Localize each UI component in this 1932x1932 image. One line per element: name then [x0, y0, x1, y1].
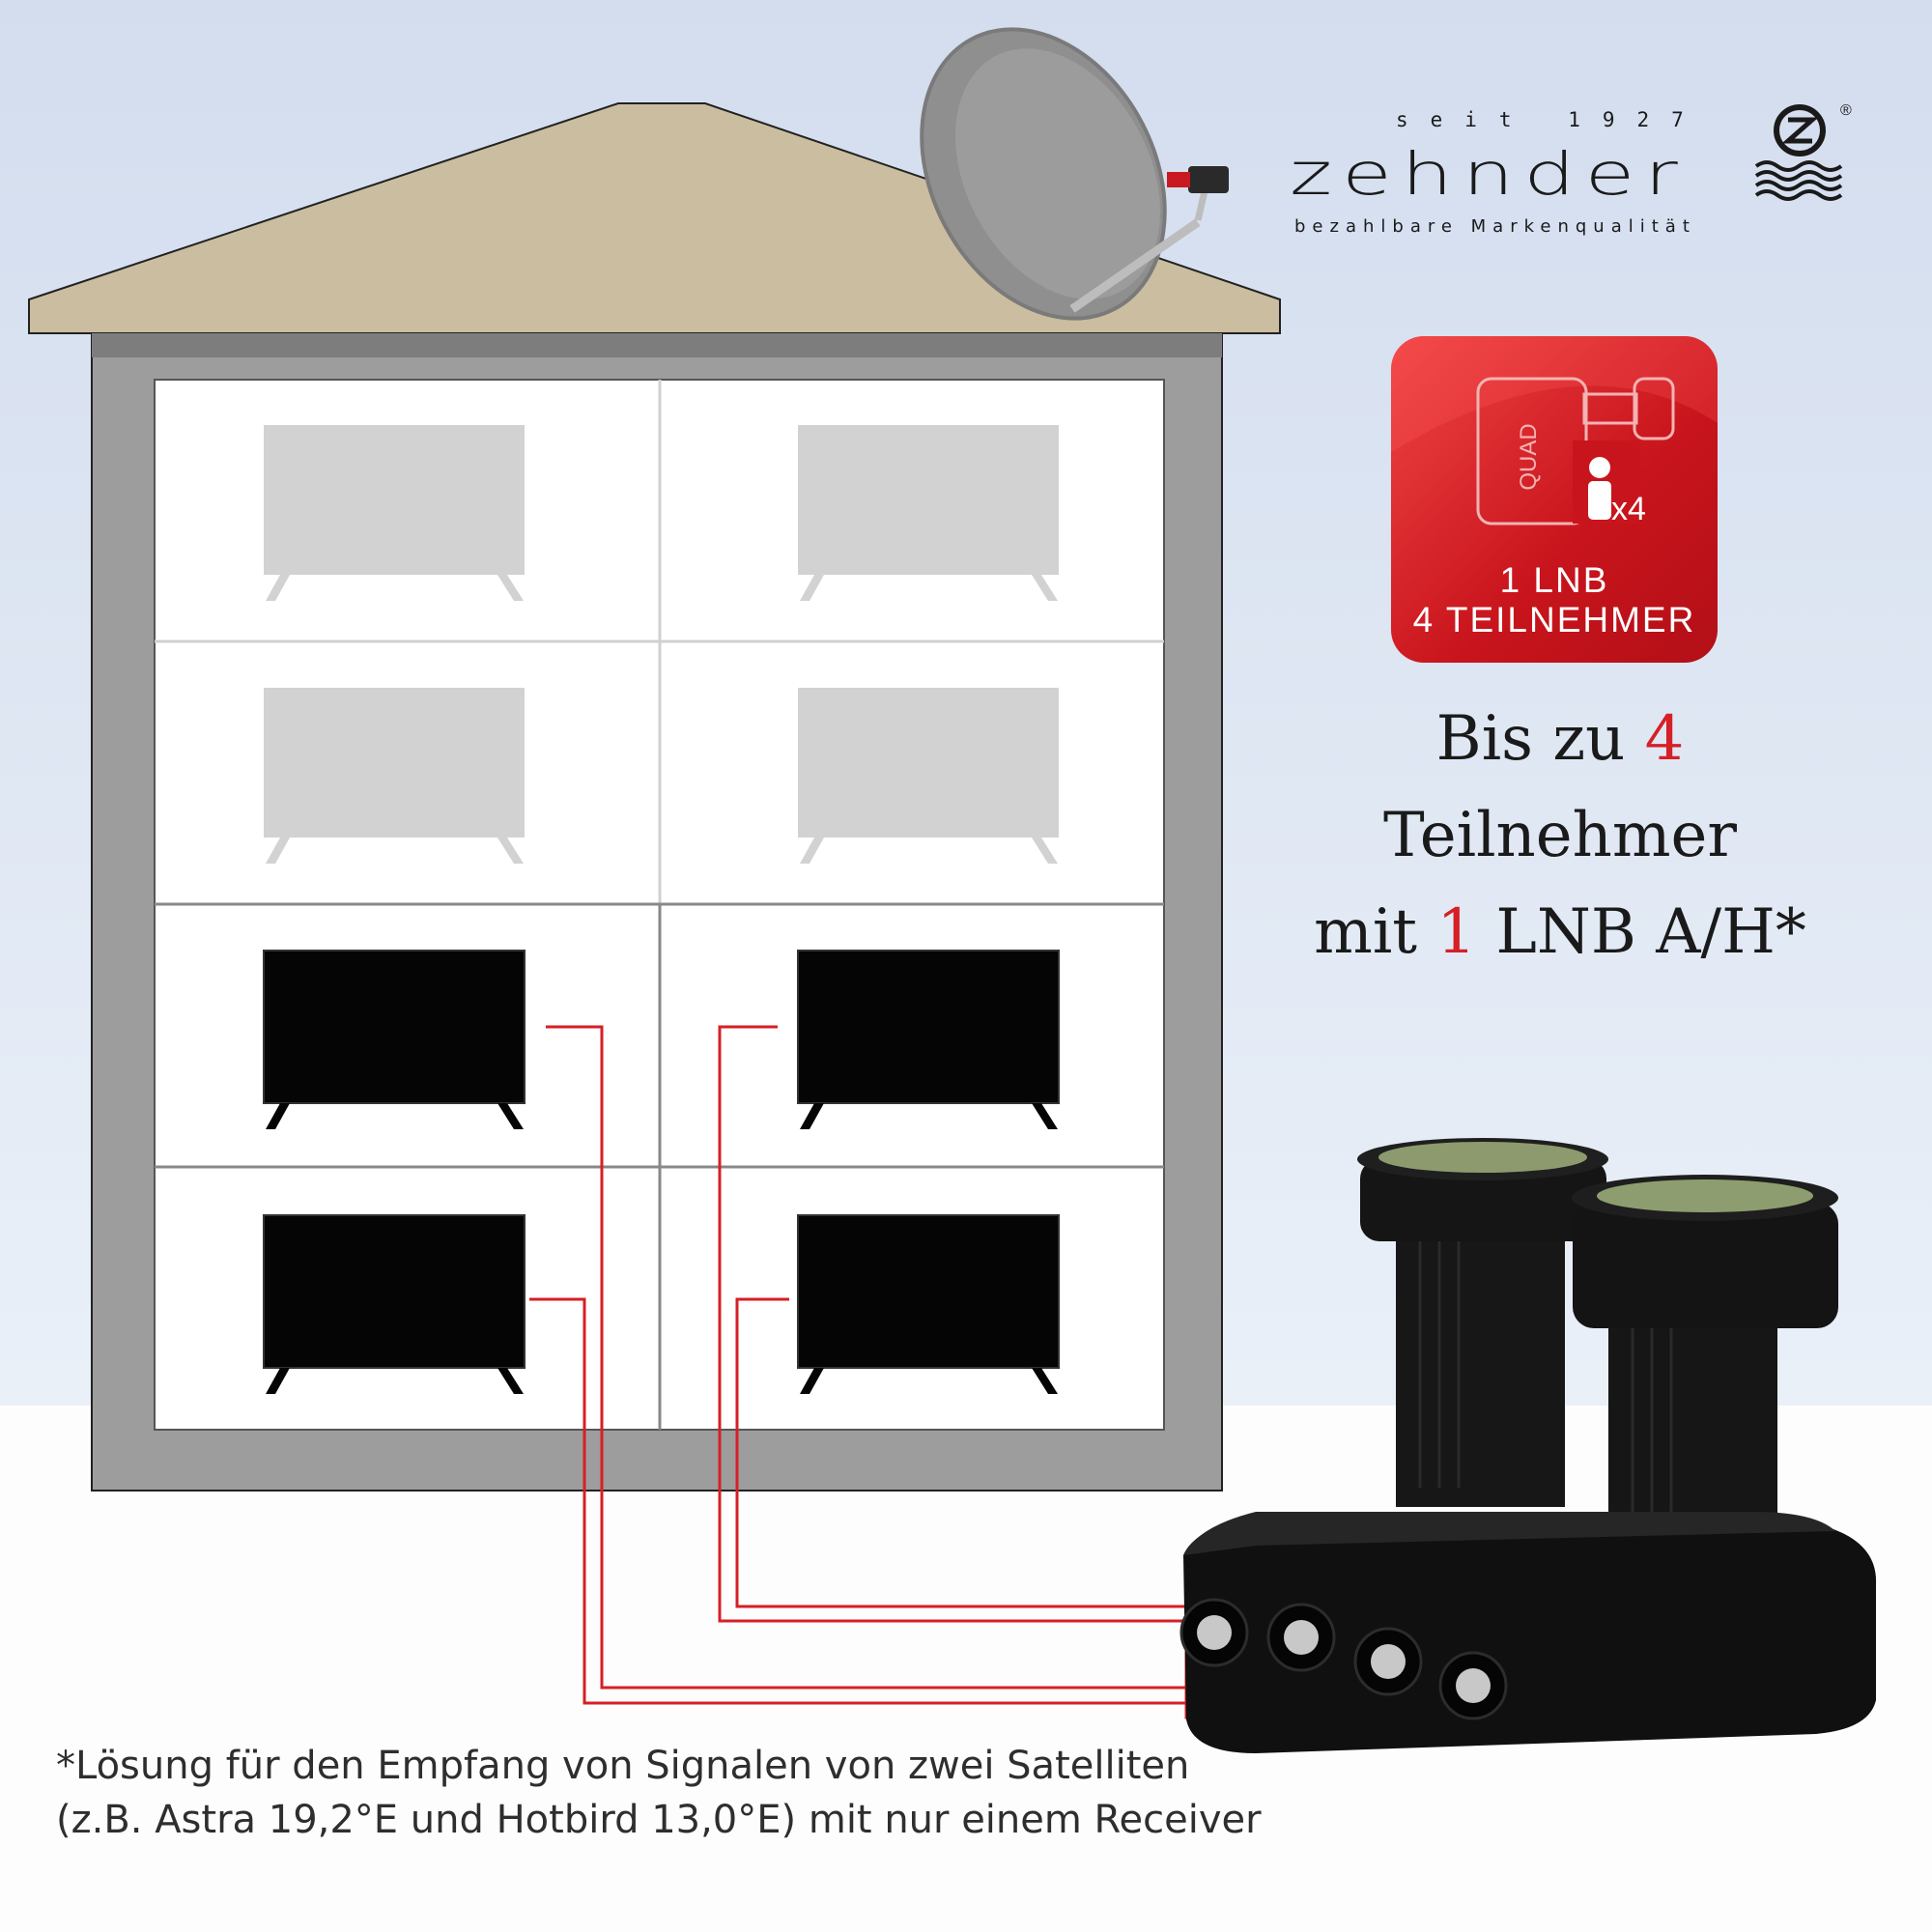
satellite-dish-icon — [920, 27, 1229, 321]
footnote-line2: (z.B. Astra 19,2°E und Hotbird 13,0°E) m… — [56, 1798, 1262, 1842]
tv-inactive-1-left — [264, 425, 525, 601]
tv-inactive-1-right — [798, 425, 1059, 601]
house-roof — [28, 102, 1281, 334]
headline-line3-suffix: LNB A/H* — [1476, 896, 1806, 968]
badge-line1: 1 LNB — [1499, 560, 1609, 600]
tv-connected-4-right — [797, 1214, 1060, 1394]
headline-line3-number: 1 — [1436, 896, 1477, 968]
zehnder-logo-icon — [1754, 104, 1843, 201]
registered-mark: ® — [1840, 102, 1852, 119]
quad-lnb-person-icon: QUAD x4 — [1391, 336, 1718, 527]
headline-line1-prefix: Bis zu — [1435, 703, 1645, 775]
quad-lnb-icon — [1179, 1138, 1877, 1753]
headline: Bis zu 4 Teilnehmer mit 1 LNB A/H* — [1217, 691, 1903, 980]
tv-inactive-2-left — [264, 688, 525, 864]
brand-name: zehnder — [1290, 139, 1688, 209]
headline-line2: Teilnehmer — [1383, 800, 1737, 871]
lnb-output-connectors — [1179, 1598, 1508, 1720]
tv-inactive-2-right — [798, 688, 1059, 864]
tv-connected-4-left — [263, 1214, 526, 1394]
quad-lnb-badge: QUAD x4 1 LNB 4 TEILNEHMER — [1391, 336, 1718, 663]
badge-line2: 4 TEILNEHMER — [1412, 600, 1696, 639]
tv-connected-3-right — [797, 950, 1060, 1129]
headline-line3: mit 1 LNB A/H* — [1217, 884, 1903, 980]
headline-line1-number: 4 — [1644, 703, 1685, 775]
brand-tagline: bezahlbare Markenqualität — [1294, 216, 1696, 237]
footnote-line1: *Lösung für den Empfang von Signalen von… — [56, 1744, 1190, 1788]
headline-line1: Bis zu 4 — [1217, 691, 1903, 787]
badge-quad-label: QUAD — [1516, 423, 1542, 490]
footnote: *Lösung für den Empfang von Signalen von… — [56, 1739, 1505, 1847]
brand-since: seit 1927 — [1396, 108, 1706, 131]
headline-line3-prefix: mit — [1314, 896, 1437, 968]
badge-multiplier: x4 — [1611, 491, 1646, 527]
tv-connected-3-left — [263, 950, 526, 1129]
